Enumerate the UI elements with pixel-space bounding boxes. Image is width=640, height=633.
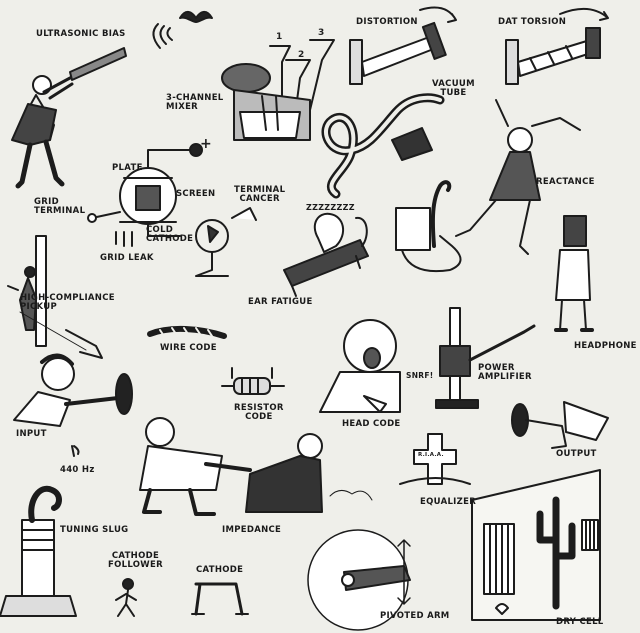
resistor-code-drawing: [221, 367, 285, 395]
dry-cell-drawing: [471, 469, 601, 621]
label-impedance: IMPEDANCE: [222, 525, 282, 535]
equalizer-drawing: [399, 433, 471, 485]
sniff-text: SNRF!: [406, 371, 434, 380]
label-input: INPUT: [16, 429, 47, 439]
tube-diagram-drawing: [87, 143, 257, 277]
label-ear-fatigue: EAR FATIGUE: [248, 297, 313, 307]
snore-text: ZZZZZZZZ: [306, 203, 355, 212]
label-dat-torsion: DAT TORSION: [498, 17, 567, 27]
high-compliance-pickup-drawing: [7, 235, 103, 359]
label-cold-cathode: COLD CATHODE: [146, 225, 194, 245]
label-power-amplifier: POWER AMPLIFIER: [478, 363, 532, 383]
label-terminal-cancer: TERMINAL CANCER: [234, 185, 286, 205]
label-equalizer: EQUALIZER: [420, 497, 477, 507]
reactance-drawing: [395, 99, 581, 272]
cathode-follower-drawing: [115, 578, 137, 617]
label-head-code: HEAD CODE: [342, 419, 401, 429]
label-reactance: REACTANCE: [536, 177, 595, 187]
label-cathode: CATHODE: [196, 565, 244, 575]
head-code-drawing: [319, 319, 401, 413]
distortion-drawing: [349, 6, 457, 85]
funnel-number-1: 1: [276, 32, 283, 42]
plus-sign: +: [200, 136, 212, 152]
output-drawing: [511, 401, 609, 449]
impedance-drawing: [139, 417, 373, 516]
label-headphone: HEADPHONE: [574, 341, 637, 351]
pivoted-arm-drawing: [307, 529, 411, 631]
label-three-channel-mixer: 3-CHANNEL MIXER: [166, 93, 224, 113]
label-ultrasonic-bias: ULTRASONIC BIAS: [36, 29, 126, 39]
label-output: OUTPUT: [556, 449, 597, 459]
cross-text: R.I.A.A.: [418, 452, 444, 458]
label-screen: SCREEN: [176, 189, 216, 199]
ultrasonic-bias-drawing: [11, 47, 127, 189]
vacuum-tube-drawing: [321, 93, 445, 199]
input-drawing: [13, 353, 133, 427]
label-cathode-follower: CATHODE FOLLOWER: [108, 551, 163, 571]
ear-fatigue-drawing: [283, 212, 369, 297]
label-vacuum-tube: VACUUM TUBE: [432, 79, 475, 99]
cathode-drawing: [191, 582, 249, 616]
mixer-drawing: [221, 39, 335, 141]
wire-code-drawing: [147, 325, 227, 339]
label-grid-leak: GRID LEAK: [100, 253, 154, 263]
label-plate: PLATE: [112, 163, 143, 173]
bat-drawing: [152, 11, 213, 49]
label-high-compliance-pickup: HIGH-COMPLIANCE PICKUP: [20, 293, 115, 313]
power-amplifier-drawing: [435, 307, 536, 409]
funnel-number-2: 2: [298, 50, 305, 60]
label-tuning-slug: TUNING SLUG: [60, 525, 129, 535]
label-pivoted-arm: PIVOTED ARM: [380, 611, 450, 621]
label-distortion: DISTORTION: [356, 17, 418, 27]
label-resistor-code: RESISTOR CODE: [234, 403, 284, 423]
funnel-number-3: 3: [318, 28, 325, 38]
label-frequency: 440 Hz: [60, 465, 95, 475]
headphone-drawing: [554, 215, 594, 332]
dat-torsion-drawing: [505, 7, 609, 85]
tuning-slug-drawing: [0, 445, 80, 617]
label-wire-code: WIRE CODE: [160, 343, 217, 353]
label-grid-terminal: GRID TERMINAL: [34, 197, 86, 217]
label-dry-cell: DRY CELL: [556, 617, 604, 627]
